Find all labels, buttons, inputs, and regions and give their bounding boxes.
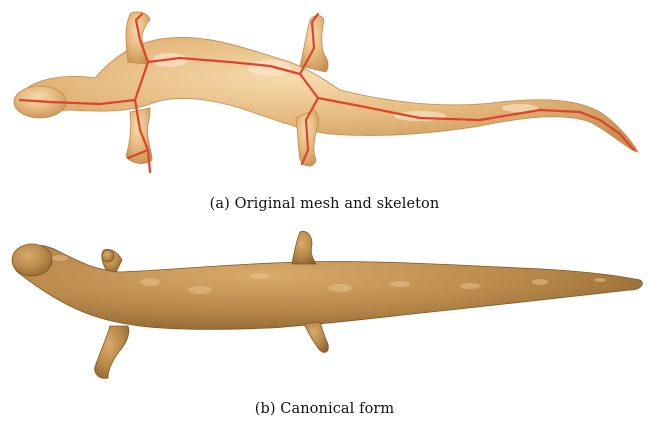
salamander-mesh-original xyxy=(14,12,638,166)
caption-panel-b: (b) Canonical form xyxy=(0,401,649,417)
canonical-form-image xyxy=(0,218,649,393)
original-mesh-image xyxy=(0,0,649,190)
salamander-mesh-canonical xyxy=(12,232,642,379)
figure-panel-b: (b) Canonical form xyxy=(0,218,649,424)
figure-panel-a: (a) Original mesh and skeleton xyxy=(0,0,649,218)
caption-panel-a: (a) Original mesh and skeleton xyxy=(0,196,649,212)
